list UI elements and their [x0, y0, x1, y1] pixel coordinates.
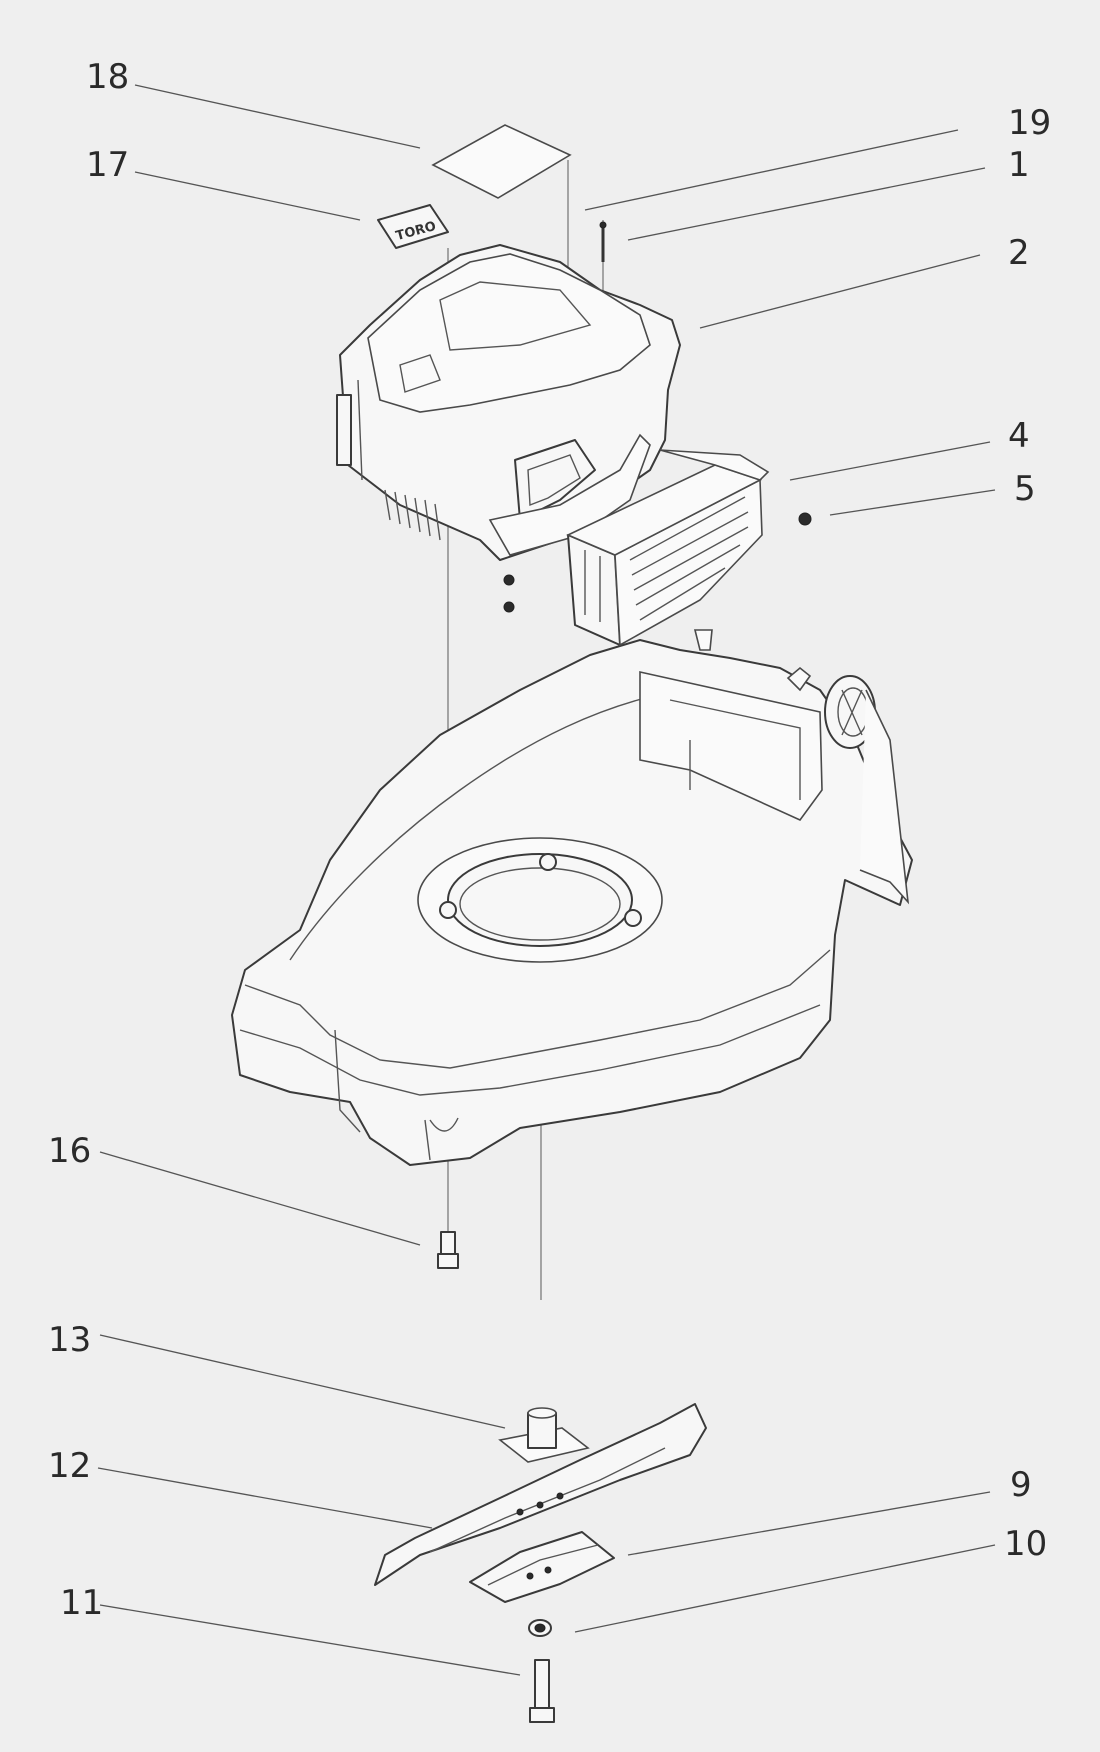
callout-2: 2	[1008, 233, 1030, 273]
callout-19: 19	[1008, 103, 1051, 143]
callout-12: 12	[48, 1446, 91, 1486]
callout-13: 13	[48, 1320, 91, 1360]
callout-10: 10	[1004, 1524, 1047, 1564]
nut-small-a	[503, 574, 515, 586]
stiffener-plate-item-9	[469, 1531, 615, 1603]
blade-item-12	[374, 1403, 707, 1586]
mower-deck	[231, 639, 913, 1166]
logo-decal-item-17: TORO	[377, 204, 449, 249]
callout-1: 1	[1008, 145, 1030, 185]
callout-16: 16	[48, 1131, 91, 1171]
blade-adapter-item-13	[498, 1407, 590, 1463]
callout-5: 5	[1014, 469, 1036, 509]
callout-17: 17	[86, 145, 129, 185]
leader-lines	[97, 84, 996, 1676]
bolt-item-16	[437, 1231, 459, 1269]
washer-item-10	[528, 1619, 552, 1637]
callout-4: 4	[1008, 416, 1030, 456]
callout-18: 18	[86, 57, 129, 97]
engine-assembly	[336, 244, 681, 561]
nut-item-5	[798, 512, 812, 526]
nut-small-b	[503, 601, 515, 613]
grille-block	[566, 449, 770, 647]
callout-9: 9	[1010, 1465, 1032, 1505]
pin-item-1	[599, 221, 607, 262]
deck-hub-opening	[447, 853, 633, 947]
callout-11: 11	[60, 1583, 103, 1623]
decal-item-18	[431, 124, 572, 199]
blade-bolt-item-11	[529, 1659, 555, 1723]
